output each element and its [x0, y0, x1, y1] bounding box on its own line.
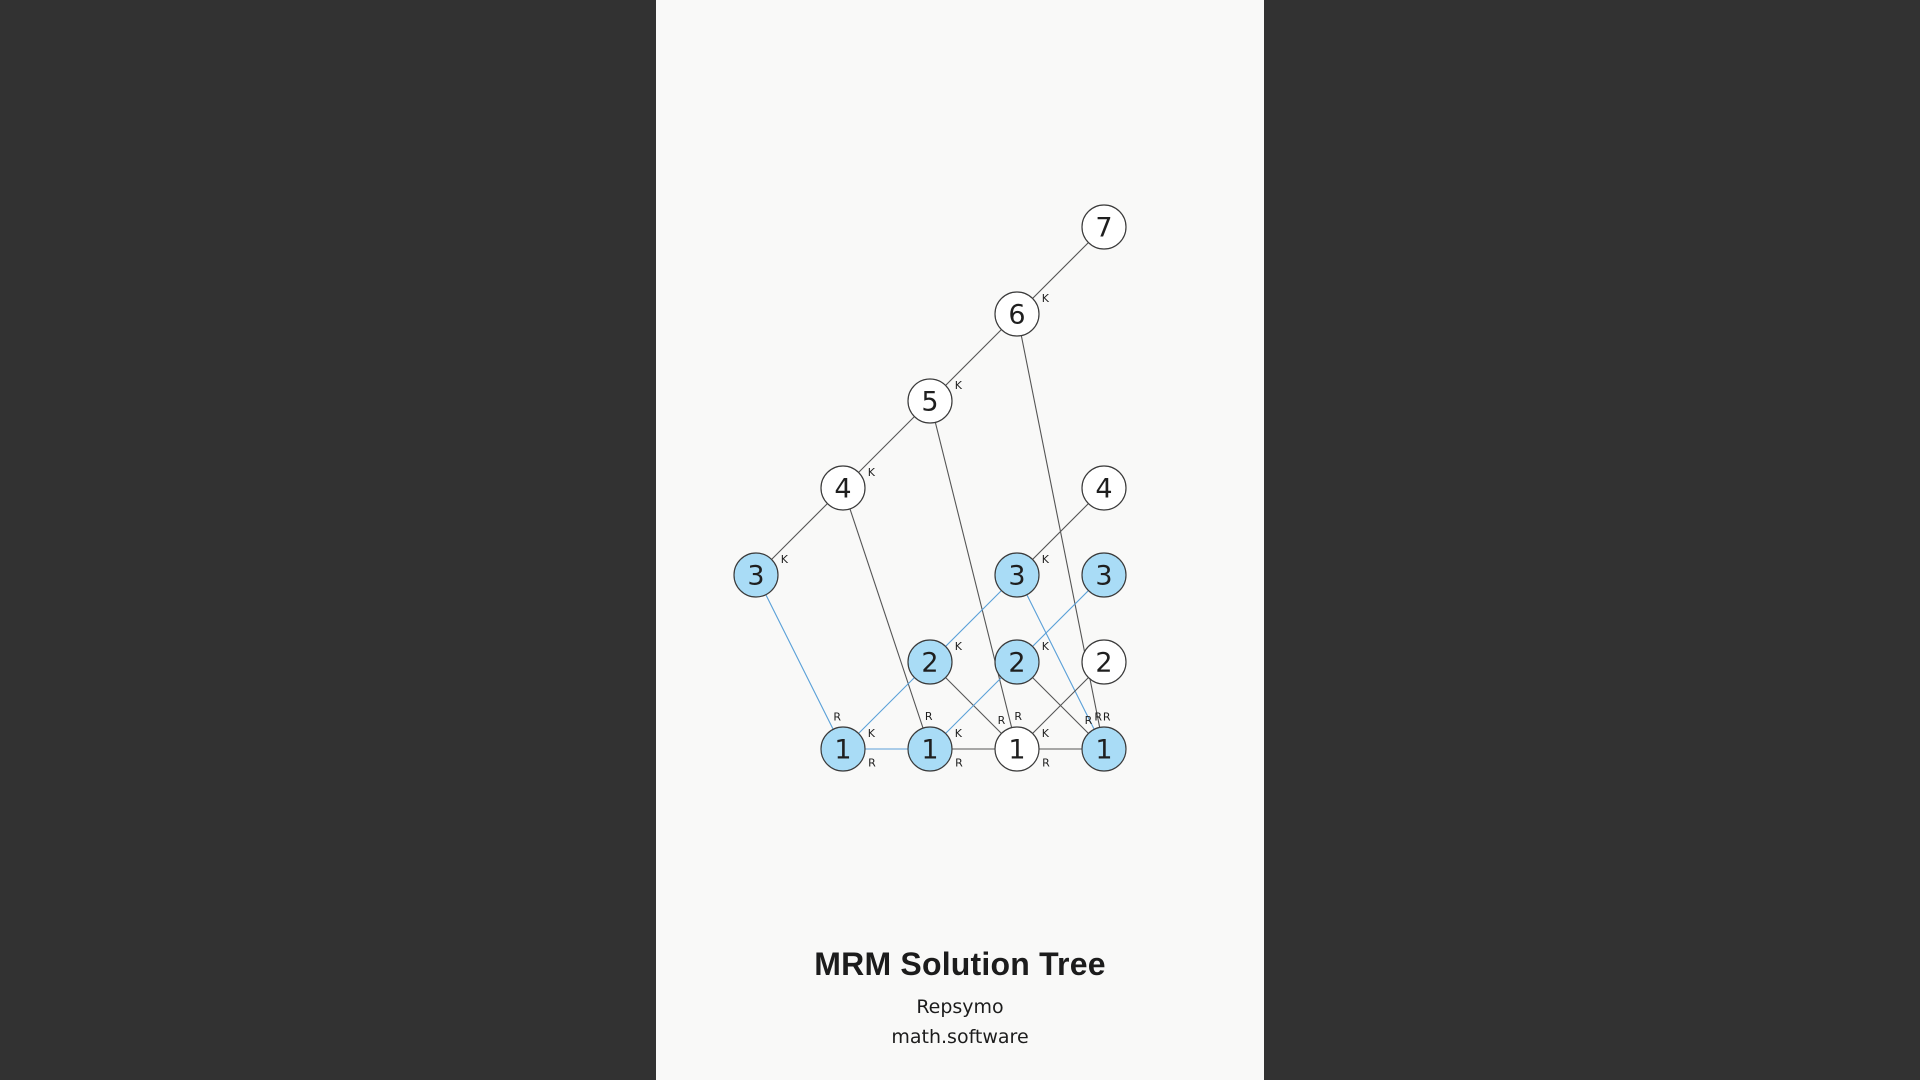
tree-node-n2a: 2: [907, 639, 953, 685]
tree-node-n3c: 3: [1081, 552, 1127, 598]
node-value: 1: [1008, 735, 1025, 766]
edge-label-n3a-n1a: R: [833, 711, 841, 724]
tree-node-n1b: 1: [907, 726, 953, 772]
tree-node-n1c: 1: [994, 726, 1040, 772]
node-circle: [820, 726, 866, 772]
node-value: 4: [1095, 474, 1112, 505]
edge-label-n1b-n1c: R: [955, 757, 963, 770]
node-value: 3: [1095, 561, 1112, 592]
edge-label-n2b-n1d: R: [1085, 714, 1093, 727]
node-circle: [907, 639, 953, 685]
tree-node-n2c: 2: [1081, 639, 1127, 685]
node-value: 2: [921, 648, 938, 679]
node-circle: [994, 291, 1040, 337]
node-value: 4: [834, 474, 851, 505]
node-value: 2: [1095, 648, 1112, 679]
node-value: 3: [1008, 561, 1025, 592]
edge-label-n3c-n2b: K: [1042, 640, 1050, 653]
node-value: 5: [921, 387, 938, 418]
node-circle: [1081, 204, 1127, 250]
diagram-title: MRM Solution Tree: [814, 946, 1106, 982]
edge-label-n5-n1c: R: [1014, 710, 1022, 723]
caption: MRM Solution Tree Repsymo math.software: [656, 940, 1264, 1052]
edge-n3b-n1d: [1016, 574, 1105, 750]
edge-label-n4b-n3b: K: [1042, 553, 1050, 566]
edge-n3a-n1a: [755, 574, 844, 750]
edge-label-n2a-n1a: K: [868, 727, 876, 740]
edge-label-n4a-n3a: K: [781, 553, 789, 566]
tree-node-n2b: 2: [994, 639, 1040, 685]
node-circle: [1081, 639, 1127, 685]
edge-label-n3b-n1d: R: [1094, 711, 1102, 724]
edge-label-n5-n4a: K: [868, 466, 876, 479]
edge-label-n7-n6: K: [1042, 292, 1050, 305]
tree-node-n5: 5: [907, 378, 953, 424]
edge-label-n2c-n1c: K: [1042, 727, 1050, 740]
tree-node-n4b: 4: [1081, 465, 1127, 511]
caption-author: Repsymo: [916, 996, 1004, 1018]
edge-label-n6-n5: K: [955, 379, 963, 392]
node-value: 1: [921, 735, 938, 766]
edge-label-n1a-n1b: R: [868, 757, 876, 770]
edge-label-n3b-n2a: K: [955, 640, 963, 653]
edge-label-n2b-n1b: K: [955, 727, 963, 740]
node-circle: [994, 639, 1040, 685]
tree-node-n7: 7: [1081, 204, 1127, 250]
node-circle: [994, 552, 1040, 598]
node-value: 6: [1008, 300, 1025, 331]
node-value: 7: [1095, 213, 1112, 244]
node-circle: [994, 726, 1040, 772]
tree-node-n1a: 1: [820, 726, 866, 772]
edge-label-n6-n1d: R: [1103, 710, 1111, 723]
node-circle: [907, 378, 953, 424]
caption-website: math.software: [891, 1026, 1029, 1048]
node-value: 1: [834, 735, 851, 766]
node-value: 2: [1008, 648, 1025, 679]
edge-n5-n1c: [929, 400, 1018, 750]
tree-node-n3b: 3: [994, 552, 1040, 598]
edge-n4a-n1b: [842, 487, 931, 750]
edge-label-n1c-n1d: R: [1042, 757, 1050, 770]
node-value: 1: [1095, 735, 1112, 766]
node-value: 3: [747, 561, 764, 592]
tree-node-n4a: 4: [820, 465, 866, 511]
node-circle: [1081, 465, 1127, 511]
node-circle: [1081, 726, 1127, 772]
edge-label-n2a-n1c: R: [998, 714, 1006, 727]
tree-node-n1d: 1: [1081, 726, 1127, 772]
node-circle: [907, 726, 953, 772]
tree-node-n3a: 3: [733, 552, 779, 598]
node-circle: [1081, 552, 1127, 598]
tree-nodes: 7 6 5 4 4 3 3 3 2 2 2 1 1 1 1: [733, 204, 1127, 772]
node-circle: [733, 552, 779, 598]
node-circle: [820, 465, 866, 511]
tree-node-n6: 6: [994, 291, 1040, 337]
edge-label-n4a-n1b: R: [925, 710, 933, 723]
